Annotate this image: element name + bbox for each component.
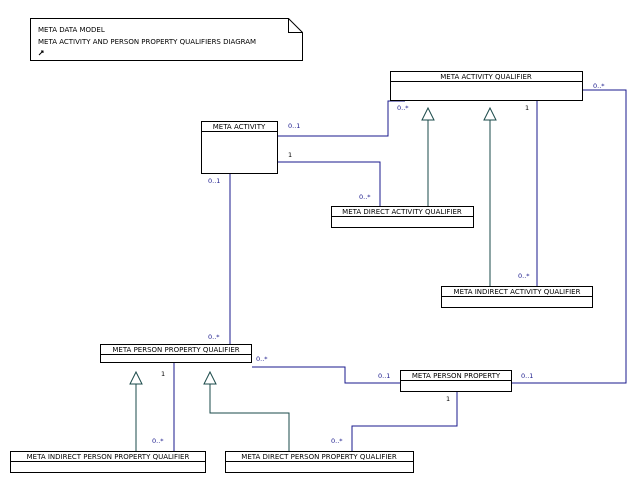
note-title: META DATA MODEL	[38, 26, 105, 34]
multiplicity-label: 0..*	[397, 104, 409, 112]
assoc-mpp-mdppq	[351, 392, 458, 451]
multiplicity-label: 0..*	[331, 437, 343, 445]
multiplicity-label: 0..*	[518, 272, 530, 280]
multiplicity-label: 1	[288, 151, 292, 159]
class-name: META PERSON PROPERTY QUALIFIER	[112, 346, 239, 354]
class-meta-direct-activity-qualifier[interactable]: META DIRECT ACTIVITY QUALIFIER	[331, 206, 474, 228]
multiplicity-label: 1	[525, 104, 529, 112]
multiplicity-label: 0..*	[208, 333, 220, 341]
assoc-ma-mdaq	[278, 161, 381, 206]
class-name: META ACTIVITY	[213, 123, 266, 131]
multiplicity-label: 1	[446, 395, 450, 403]
multiplicity-label: 0..*	[359, 193, 371, 201]
class-name: META DIRECT ACTIVITY QUALIFIER	[342, 208, 462, 216]
class-name: META INDIRECT PERSON PROPERTY QUALIFIER	[27, 453, 190, 461]
diagram-note[interactable]: META DATA MODEL META ACTIVITY AND PERSON…	[30, 18, 303, 61]
class-meta-person-property[interactable]: META PERSON PROPERTY	[400, 370, 512, 392]
note-subtitle: META ACTIVITY AND PERSON PROPERTY QUALIF…	[38, 38, 256, 46]
assoc-mppq-mpp	[252, 366, 400, 384]
multiplicity-label: 0..1	[521, 372, 533, 380]
generalization-arrow-mippq	[129, 370, 143, 385]
class-meta-person-property-qualifier[interactable]: META PERSON PROPERTY QUALIFIER	[100, 344, 252, 363]
association-lines	[173, 89, 627, 451]
multiplicity-label: 1	[161, 370, 165, 378]
class-name: META INDIRECT ACTIVITY QUALIFIER	[454, 288, 581, 296]
generalization-arrow-mdppq	[203, 370, 217, 385]
generalization-arrow-miaq	[483, 106, 497, 121]
class-name: META DIRECT PERSON PROPERTY QUALIFIER	[241, 453, 397, 461]
class-meta-activity[interactable]: META ACTIVITY	[201, 121, 278, 174]
assoc-ma-maq	[278, 100, 405, 137]
class-meta-direct-person-property-qualifier[interactable]: META DIRECT PERSON PROPERTY QUALIFIER	[225, 451, 414, 473]
class-meta-activity-qualifier[interactable]: META ACTIVITY QUALIFIER	[390, 71, 583, 101]
multiplicity-label: 0..1	[288, 122, 300, 130]
class-name: META ACTIVITY QUALIFIER	[440, 73, 532, 81]
class-meta-indirect-person-property-qualifier[interactable]: META INDIRECT PERSON PROPERTY QUALIFIER	[10, 451, 206, 473]
multiplicity-label: 0..1	[378, 372, 390, 380]
multiplicity-labels: 0..* 0..* 1 0..1 1 0..1 0..* 0..* 0..* 0…	[152, 82, 605, 445]
multiplicity-label: 0..*	[152, 437, 164, 445]
multiplicity-label: 0..*	[256, 355, 268, 363]
assoc-maq-mpp	[512, 89, 627, 384]
class-name: META PERSON PROPERTY	[412, 372, 501, 380]
multiplicity-label: 0..*	[593, 82, 605, 90]
multiplicity-label: 0..1	[208, 177, 220, 185]
shortcut-arrow-icon	[38, 50, 44, 56]
generalization-lines	[129, 106, 497, 451]
generalization-arrow-mdaq	[421, 106, 435, 121]
class-meta-indirect-activity-qualifier[interactable]: META INDIRECT ACTIVITY QUALIFIER	[441, 286, 593, 308]
